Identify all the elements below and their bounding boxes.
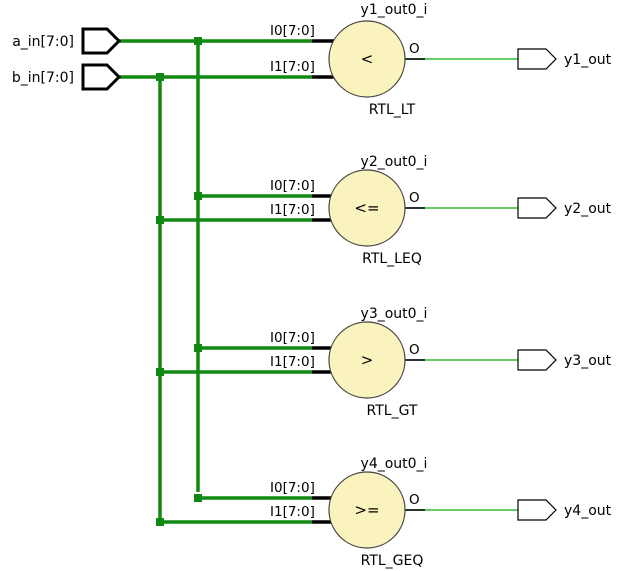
junction-b-2 (156, 216, 164, 224)
pin-i1-label: I1[7:0] (270, 59, 315, 75)
operator-symbol: < (361, 50, 374, 68)
cell-type: RTL_LT (369, 102, 416, 118)
output-port-4-label: y4_out (564, 503, 612, 519)
pin-o-label: O (409, 41, 420, 57)
comparator-1[interactable]: y1_out0_iI0[7:0] I1[7:0] O < RTL_LT (270, 2, 427, 118)
pin-i0-label: I0[7:0] (270, 330, 315, 346)
instance-name: y1_out0_i (361, 2, 428, 18)
comparator-3[interactable]: y3_out0_iI0[7:0] I1[7:0] O > RTL_GT (270, 306, 427, 419)
cell-type: RTL_LEQ (362, 251, 422, 267)
junction-a-3 (194, 344, 202, 352)
pin-i0-label: I0[7:0] (270, 480, 315, 496)
junction-a-2 (194, 192, 202, 200)
comparator-body (328, 20, 406, 98)
junction-b-4 (156, 518, 164, 526)
input-port-b-label: b_in[7:0] (12, 70, 74, 86)
pin-o-label: O (409, 190, 420, 206)
junction-b-3 (156, 368, 164, 376)
input-port-b[interactable] (81, 63, 122, 91)
pin-i1-label: I1[7:0] (270, 354, 315, 370)
input-port-a-label: a_in[7:0] (12, 34, 74, 50)
output-port-4[interactable] (517, 499, 557, 521)
pin-i1-label: I1[7:0] (270, 504, 315, 520)
junction-b-1 (156, 73, 164, 81)
instance-name: y4_out0_i (361, 456, 428, 472)
comparator-4[interactable]: y4_out0_iI0[7:0] I1[7:0] O >= RTL_GEQ (270, 456, 427, 569)
comparator-body (328, 471, 406, 549)
comparator-2[interactable]: y2_out0_iI0[7:0] I1[7:0] O <= RTL_LEQ (270, 154, 427, 267)
output-port-2[interactable] (517, 197, 557, 219)
instance-name: y2_out0_i (361, 154, 428, 170)
pin-i0-label: I0[7:0] (270, 178, 315, 194)
output-port-2-label: y2_out (564, 201, 612, 217)
junction-a-1 (194, 37, 202, 45)
output-port-1[interactable] (517, 48, 557, 70)
input-port-a[interactable] (81, 27, 122, 55)
pin-i1-label: I1[7:0] (270, 202, 315, 218)
pin-o-label: O (409, 342, 420, 358)
output-port-1-label: y1_out (564, 52, 612, 68)
comparator-body (328, 321, 406, 399)
cell-type: RTL_GEQ (361, 553, 424, 569)
junction-a-4 (194, 494, 202, 502)
pin-o-label: O (409, 492, 420, 508)
comparator-body (328, 169, 406, 247)
output-port-3[interactable] (517, 349, 557, 371)
operator-symbol: > (361, 351, 374, 369)
cell-type: RTL_GT (367, 403, 418, 419)
instance-name: y3_out0_i (361, 306, 428, 322)
operator-symbol: >= (354, 501, 379, 519)
operator-symbol: <= (354, 199, 379, 217)
pin-i0-label: I0[7:0] (270, 23, 315, 39)
output-port-3-label: y3_out (564, 353, 612, 369)
